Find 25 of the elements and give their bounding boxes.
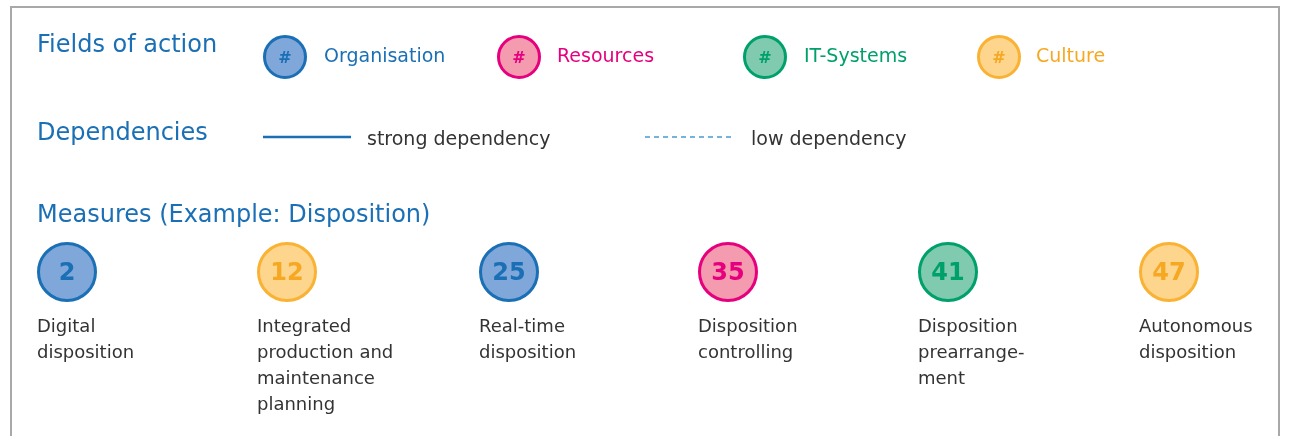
measure-name: Real-time disposition — [479, 314, 578, 364]
field-name: Organisation — [324, 44, 446, 66]
field-marker-circle: # — [497, 35, 541, 79]
measure-number-circle: 2 — [37, 242, 97, 302]
field-name: Resources — [557, 44, 655, 66]
section-heading: Dependencies — [37, 118, 208, 146]
field-marker-circle: # — [743, 35, 787, 79]
field-marker-circle: # — [977, 35, 1021, 79]
measure-name: Disposition prearrange-ment — [918, 314, 1026, 390]
measure-name: Disposition controlling — [698, 314, 799, 364]
legend-label: strong dependency — [367, 127, 551, 149]
measure-name: Integrated production and maintenance planning — [257, 314, 395, 416]
field-name: IT-Systems — [804, 44, 908, 66]
measure-number-circle: 25 — [479, 242, 539, 302]
section-heading: Fields of action — [37, 30, 218, 58]
measure-number-circle: 35 — [698, 242, 758, 302]
field-name: Culture — [1036, 44, 1106, 66]
measure-name: Digital disposition — [37, 314, 136, 364]
legend-label: low dependency — [751, 127, 907, 149]
measure-number-circle: 41 — [918, 242, 978, 302]
measure-number-circle: 47 — [1139, 242, 1199, 302]
measure-name: Autonomous disposition — [1139, 314, 1254, 364]
field-marker-circle: # — [263, 35, 307, 79]
section-heading: Measures (Example: Disposition) — [37, 200, 431, 228]
measure-number-circle: 12 — [257, 242, 317, 302]
